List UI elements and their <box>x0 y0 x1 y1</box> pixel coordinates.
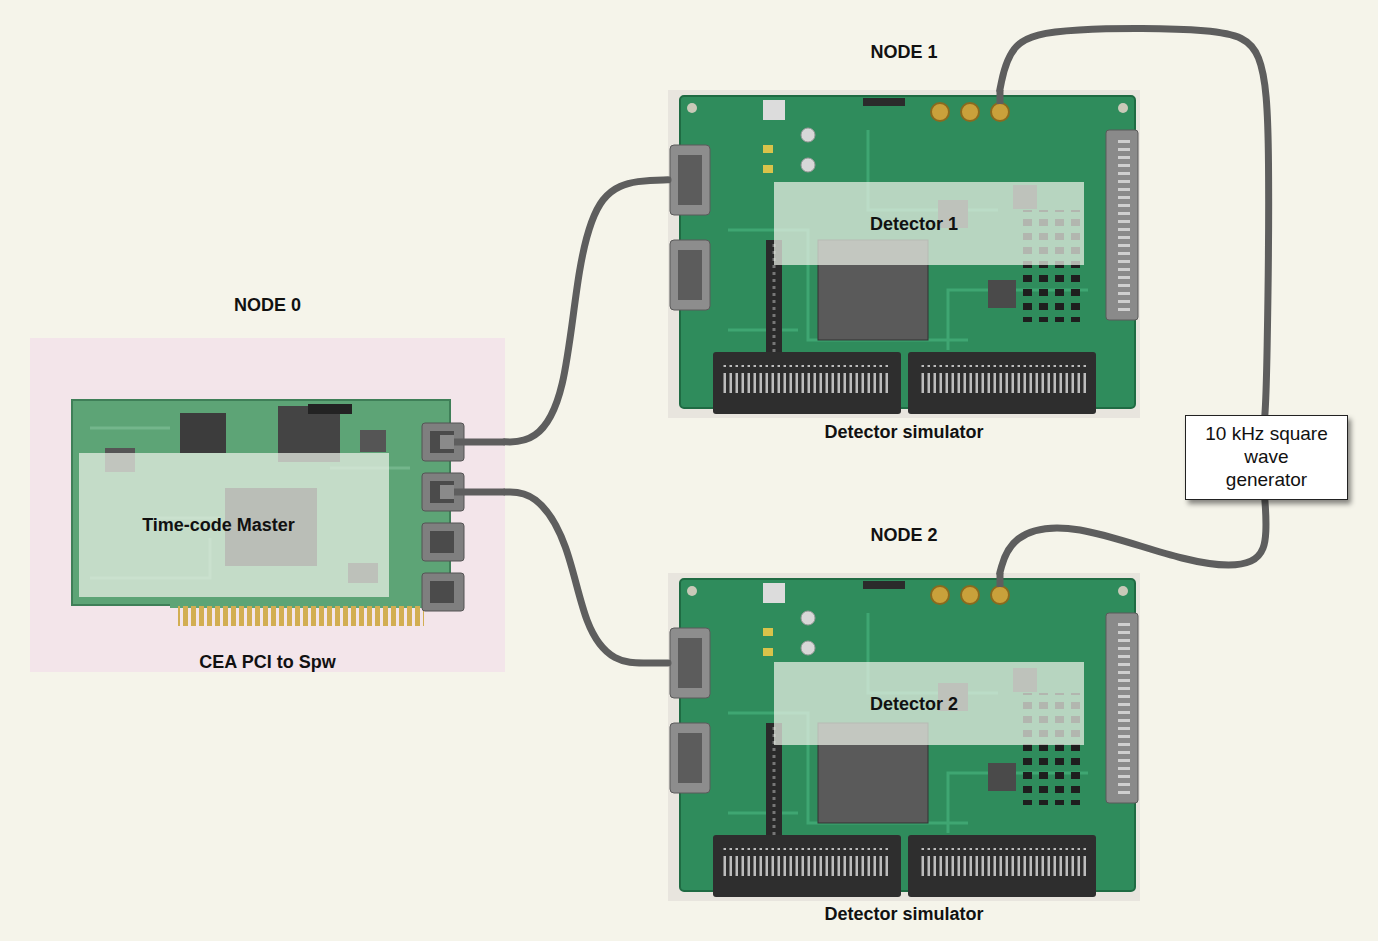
spw-socket <box>430 481 454 503</box>
board-caption: Detector simulator <box>668 903 1140 925</box>
board-title: Detector 1 <box>774 213 1054 235</box>
chip <box>360 430 386 452</box>
node-label: NODE 0 <box>30 294 505 316</box>
spw-socket <box>430 431 454 453</box>
detector-board-photo <box>668 573 1140 901</box>
circuit-board <box>72 400 450 605</box>
spw-connector <box>422 573 464 611</box>
board-title: Time-code Master <box>79 514 359 536</box>
cable <box>505 180 668 442</box>
detector-board-photo <box>668 90 1140 418</box>
gold-fingers <box>178 606 424 626</box>
cable <box>505 492 668 663</box>
spw-connector <box>422 523 464 561</box>
generator-box: 10 kHz square wave generator <box>1185 415 1348 500</box>
node-label: NODE 2 <box>668 524 1140 546</box>
pin-header <box>308 404 352 414</box>
board-caption: CEA PCI to Spw <box>30 651 505 673</box>
pci-card-photo <box>30 338 505 672</box>
cable-plug <box>440 485 454 499</box>
box-text: 10 kHz square wave generator <box>1205 423 1329 491</box>
chip <box>180 413 226 453</box>
circuit-card: NODE 2Detector simulatorDetector 2 <box>668 573 1140 900</box>
board-caption: Detector simulator <box>668 421 1140 443</box>
spw-socket <box>430 531 454 553</box>
cable-plug <box>440 435 454 449</box>
circuit-card: NODE 1Detector simulatorDetector 1 <box>668 90 1140 418</box>
board-title: Detector 2 <box>774 693 1054 715</box>
label-panel: Detector 2 <box>774 662 1084 745</box>
spw-socket <box>430 581 454 603</box>
label-panel: Detector 1 <box>774 182 1084 265</box>
photo-ground <box>30 338 505 672</box>
cable <box>1000 500 1266 573</box>
node-label: NODE 1 <box>668 41 1140 63</box>
circuit-card: NODE 0CEA PCI to SpwTime-code Master <box>30 338 505 672</box>
label-panel: Time-code Master <box>79 453 389 597</box>
